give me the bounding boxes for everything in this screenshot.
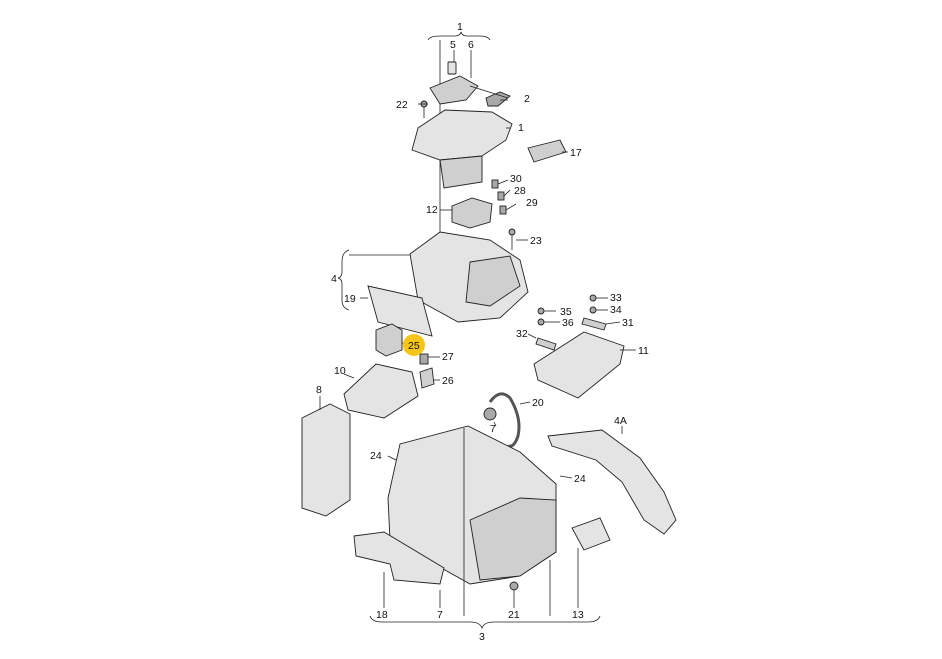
callout-1-top: 1 bbox=[457, 21, 463, 33]
callout-26: 26 bbox=[442, 375, 454, 387]
callout-labels: 1 5 6 2 22 1 17 30 28 12 29 23 4 19 33 3… bbox=[316, 21, 649, 643]
callout-4a: 4A bbox=[614, 415, 627, 427]
callout-10: 10 bbox=[334, 365, 346, 377]
callout-1: 1 bbox=[518, 122, 524, 134]
callout-20: 20 bbox=[532, 397, 544, 409]
callout-17: 17 bbox=[570, 147, 582, 159]
callout-25: 25 bbox=[408, 340, 420, 352]
group-4-bracket bbox=[337, 249, 420, 311]
callout-34: 34 bbox=[610, 304, 622, 316]
callout-33: 33 bbox=[610, 292, 622, 304]
callout-3: 3 bbox=[479, 631, 485, 643]
highlight-marker bbox=[403, 334, 425, 356]
callout-19: 19 bbox=[344, 293, 356, 305]
callout-35: 35 bbox=[560, 306, 572, 318]
callout-23: 23 bbox=[530, 235, 542, 247]
callout-36: 36 bbox=[562, 317, 574, 329]
callout-5: 5 bbox=[450, 39, 456, 51]
fuse-strip-8 bbox=[301, 403, 351, 517]
relay-25 bbox=[375, 323, 403, 357]
callout-24-right: 24 bbox=[574, 473, 586, 485]
callout-27: 27 bbox=[442, 351, 454, 363]
callout-21: 21 bbox=[508, 609, 520, 621]
fuse-carrier-11 bbox=[533, 331, 625, 399]
callout-31: 31 bbox=[622, 317, 634, 329]
callout-24-left: 24 bbox=[370, 450, 382, 462]
fuse-box-cover bbox=[411, 61, 567, 189]
callout-7-mid: 7 bbox=[490, 423, 496, 435]
seal-18 bbox=[353, 531, 445, 585]
callout-22: 22 bbox=[396, 99, 408, 111]
upper-housing-4 bbox=[367, 231, 529, 337]
callout-32: 32 bbox=[516, 328, 528, 340]
bolt-21 bbox=[509, 581, 519, 604]
callout-30: 30 bbox=[510, 173, 522, 185]
callout-11: 11 bbox=[638, 345, 649, 357]
relay-plate-10 bbox=[343, 363, 419, 419]
fuses-27-26 bbox=[419, 353, 435, 389]
leader-lines bbox=[319, 85, 636, 616]
callout-4: 4 bbox=[331, 273, 337, 285]
callout-7-bottom: 7 bbox=[437, 609, 443, 621]
bracket-4a bbox=[547, 429, 677, 535]
callout-28: 28 bbox=[514, 185, 526, 197]
callout-18: 18 bbox=[376, 609, 388, 621]
callout-12: 12 bbox=[426, 204, 438, 216]
lower-housing-3 bbox=[387, 425, 611, 585]
callout-13: 13 bbox=[572, 609, 584, 621]
callout-8: 8 bbox=[316, 384, 322, 396]
cable-20 bbox=[483, 392, 521, 448]
group-3-bracket bbox=[369, 548, 601, 630]
relay-carrier-12 bbox=[451, 179, 516, 250]
hardware-nuts bbox=[535, 294, 607, 351]
callout-2: 2 bbox=[524, 93, 530, 105]
callout-6: 6 bbox=[468, 39, 474, 51]
callout-29: 29 bbox=[526, 197, 538, 209]
